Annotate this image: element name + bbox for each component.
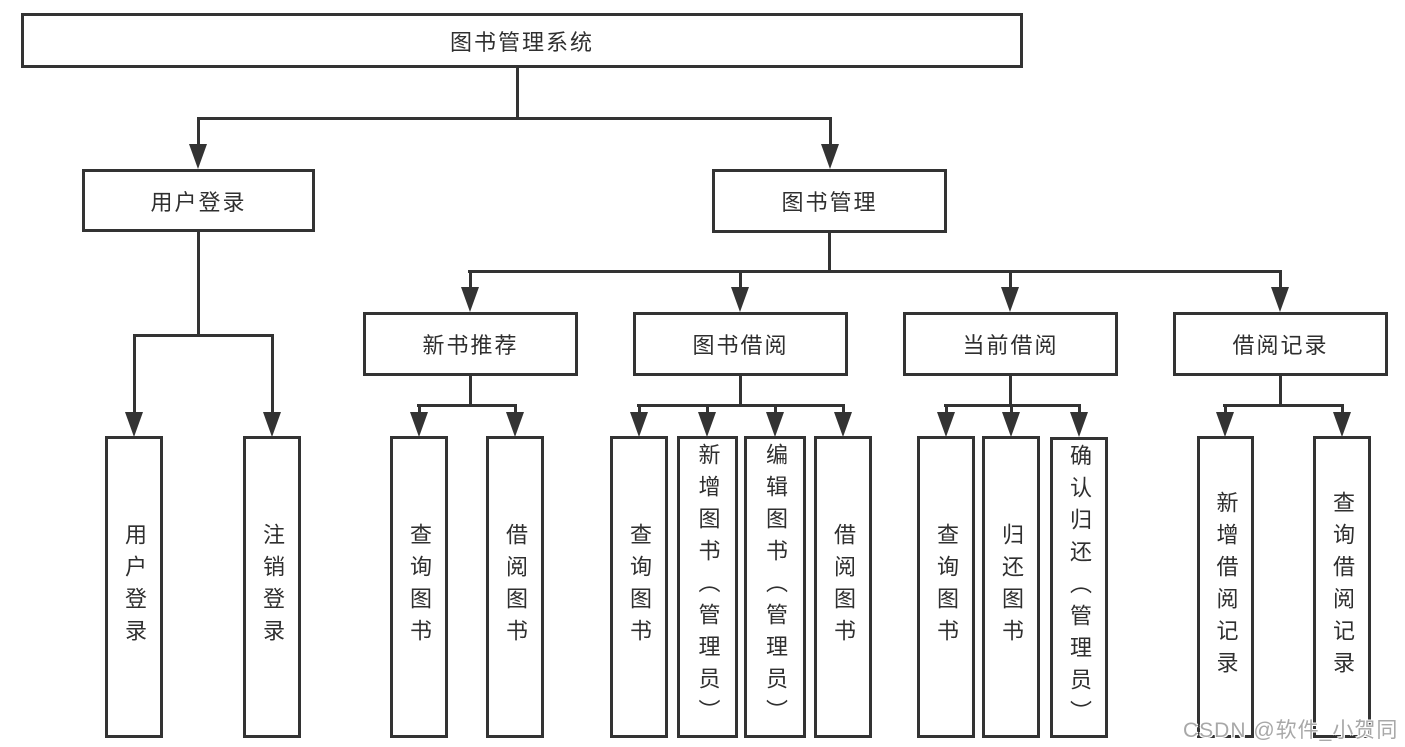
arrow-stem [773, 404, 777, 419]
leaf-borrow-books-2: 借阅图书 [814, 436, 872, 738]
down-arrow [125, 334, 143, 437]
connector-user-login-rail [133, 334, 274, 337]
arrow-head-icon [1333, 412, 1351, 437]
arrow-stem [270, 334, 274, 419]
arrow-stem [1008, 270, 1012, 294]
arrow-stem [944, 404, 948, 419]
arrow-stem [705, 404, 709, 419]
down-arrow [698, 404, 716, 437]
down-arrow [937, 404, 955, 437]
arrow-stem [1009, 404, 1013, 419]
leaf-query-books-3: 查询图书 [917, 436, 975, 738]
connector-borrowing-records-stem [1279, 376, 1282, 407]
node-current-borrowing: 当前借阅 [903, 312, 1118, 376]
arrow-head-icon [1216, 412, 1234, 437]
arrow-stem [196, 117, 200, 151]
down-arrow [506, 404, 524, 437]
down-arrow [630, 404, 648, 437]
arrow-head-icon [766, 412, 784, 437]
connector-current-borrowing-rail [944, 404, 1081, 407]
arrow-head-icon [731, 287, 749, 312]
down-arrow [1271, 270, 1289, 312]
arrow-stem [841, 404, 845, 419]
connector-root-stem [516, 68, 519, 119]
down-arrow [189, 117, 207, 169]
leaf-logout: 注销登录 [243, 436, 301, 738]
leaf-add-borrow-record: 新增借阅记录 [1197, 436, 1254, 738]
arrow-stem [1077, 404, 1081, 419]
connector-current-borrowing-stem [1009, 376, 1012, 407]
arrow-head-icon [189, 144, 207, 169]
arrow-stem [417, 404, 421, 419]
arrow-head-icon [1271, 287, 1289, 312]
down-arrow [1001, 270, 1019, 312]
arrow-stem [132, 334, 136, 419]
down-arrow [834, 404, 852, 437]
arrow-head-icon [821, 144, 839, 169]
down-arrow [766, 404, 784, 437]
arrow-stem [468, 270, 472, 294]
down-arrow [461, 270, 479, 312]
connector-root-rail [197, 117, 832, 120]
arrow-head-icon [461, 287, 479, 312]
arrow-head-icon [1002, 412, 1020, 437]
arrow-stem [1278, 270, 1282, 294]
arrow-head-icon [1001, 287, 1019, 312]
down-arrow [410, 404, 428, 437]
leaf-borrow-books-1: 借阅图书 [486, 436, 544, 738]
leaf-return-books: 归还图书 [982, 436, 1040, 738]
arrow-head-icon [834, 412, 852, 437]
arrow-head-icon [698, 412, 716, 437]
watermark: CSDN @软件_小贺同学 [1183, 719, 1399, 742]
leaf-query-books-2: 查询图书 [610, 436, 668, 738]
arrow-stem [637, 404, 641, 419]
arrow-head-icon [1070, 412, 1088, 437]
connector-book-borrowing-rail [637, 404, 845, 407]
connector-user-login-stem [197, 232, 200, 336]
arrow-stem [1223, 404, 1227, 419]
node-book-borrowing: 图书借阅 [633, 312, 848, 376]
down-arrow [731, 270, 749, 312]
connector-new-book-rail [417, 404, 517, 407]
connector-book-management-stem [828, 233, 831, 272]
connector-book-borrowing-stem [739, 376, 742, 407]
down-arrow [821, 117, 839, 169]
arrow-head-icon [410, 412, 428, 437]
arrow-stem [513, 404, 517, 419]
node-book-management: 图书管理 [712, 169, 947, 233]
leaf-query-borrow-record: 查询借阅记录 [1313, 436, 1371, 738]
leaf-edit-book-admin: 编辑图书（管理员） [744, 436, 806, 738]
arrow-head-icon [630, 412, 648, 437]
down-arrow [1216, 404, 1234, 437]
node-user-login: 用户登录 [82, 169, 315, 232]
down-arrow [1333, 404, 1351, 437]
node-new-book-recommendation: 新书推荐 [363, 312, 578, 376]
arrow-head-icon [937, 412, 955, 437]
arrow-stem [1340, 404, 1344, 419]
down-arrow [263, 334, 281, 437]
arrow-stem [738, 270, 742, 294]
leaf-add-book-admin: 新增图书（管理员） [677, 436, 738, 738]
node-borrowing-records: 借阅记录 [1173, 312, 1388, 376]
connector-new-book-stem [469, 376, 472, 407]
arrow-head-icon [506, 412, 524, 437]
connector-borrowing-records-rail [1223, 404, 1344, 407]
arrow-head-icon [263, 412, 281, 437]
arrow-stem [828, 117, 832, 151]
leaf-user-login: 用户登录 [105, 436, 163, 738]
down-arrow [1002, 404, 1020, 437]
connector-book-management-rail [468, 270, 1282, 273]
leaf-query-books-1: 查询图书 [390, 436, 448, 738]
down-arrow [1070, 404, 1088, 437]
arrow-head-icon [125, 412, 143, 437]
leaf-confirm-return-admin: 确认归还（管理员） [1050, 437, 1108, 738]
node-root: 图书管理系统 [21, 13, 1023, 68]
